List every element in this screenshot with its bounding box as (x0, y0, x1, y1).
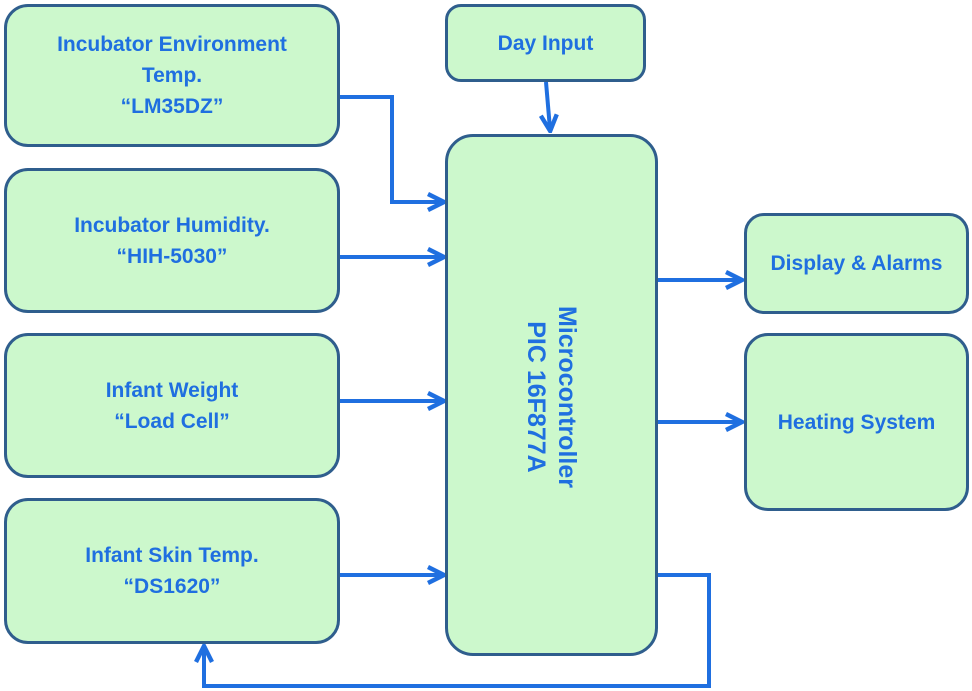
block-display-label: Display & Alarms (770, 252, 943, 275)
block-display-alarms: Display & Alarms (744, 213, 969, 314)
block-weight-line-1: Infant Weight (105, 378, 239, 402)
block-skin-temp-line-1: Infant Skin Temp. (85, 544, 259, 567)
block-skin-temp-line-2: “DS1620” (123, 575, 221, 598)
block-microcontroller (445, 134, 658, 656)
block-heating-system: Heating System (744, 333, 969, 511)
block-env-temp-line-3: “LM35DZ” (120, 95, 224, 118)
microcontroller-label: Microcontroller PIC 16F877A (520, 306, 582, 488)
block-incubator-humidity: Incubator Humidity. “HIH-5030” (4, 168, 340, 313)
block-env-temp-line-1: Incubator Environment (57, 33, 287, 56)
block-infant-weight: Infant Weight “Load Cell” (4, 333, 340, 478)
microcontroller-label-line-2: PIC 16F877A (522, 321, 550, 473)
block-day-input-label: Day Input (497, 31, 594, 55)
block-infant-skin-temp: Infant Skin Temp. “DS1620” (4, 498, 340, 644)
block-day-input: Day Input (445, 4, 646, 82)
arrow-feedback-to-skin-temp (204, 573, 711, 688)
block-heating-label: Heating System (777, 410, 936, 434)
block-incubator-environment-temp: Incubator Environment Temp. “LM35DZ” (4, 4, 340, 147)
block-humidity-line-2: “HIH-5030” (116, 244, 228, 268)
block-humidity-line-1: Incubator Humidity. (74, 213, 270, 237)
arrow-env-temp-to-mcu (340, 95, 442, 202)
block-weight-line-2: “Load Cell” (114, 409, 230, 433)
arrow-day-input-to-mcu (546, 81, 550, 129)
microcontroller-label-line-1: Microcontroller (553, 306, 581, 488)
block-env-temp-line-2: Temp. (141, 64, 203, 87)
